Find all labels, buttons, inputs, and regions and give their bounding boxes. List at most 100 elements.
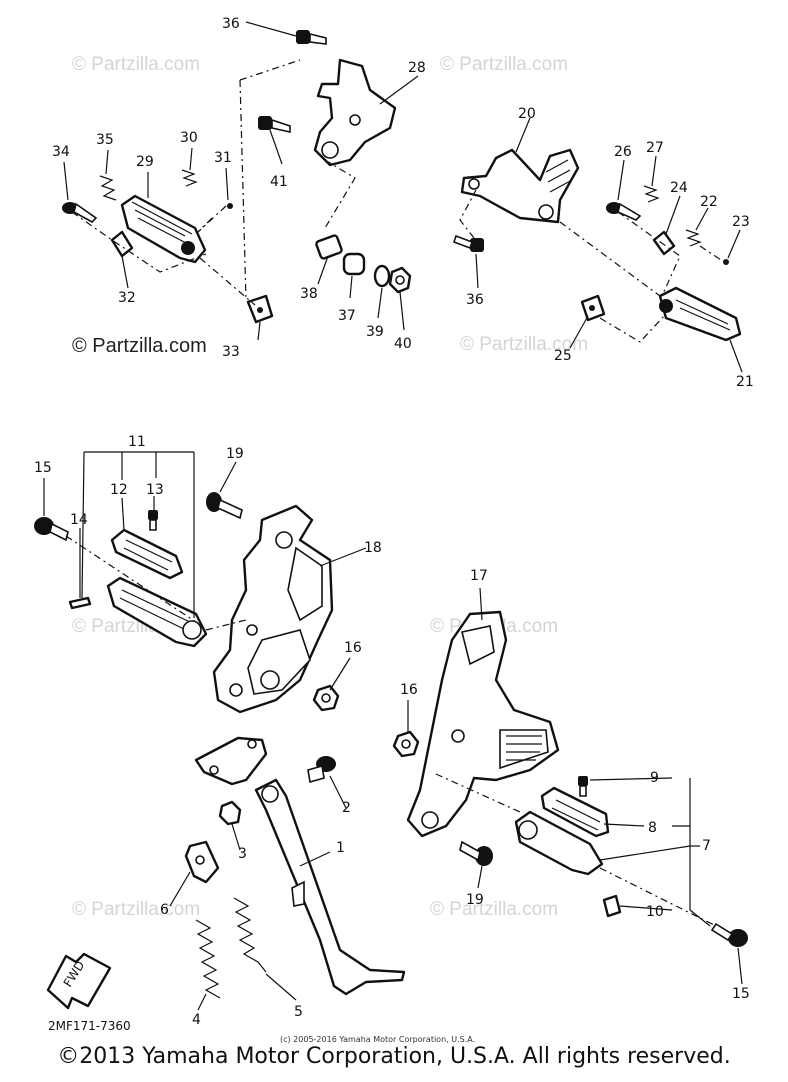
ball-23 bbox=[723, 259, 729, 265]
callout-27: 27 bbox=[646, 140, 664, 156]
callout-35: 35 bbox=[96, 132, 114, 148]
leader-lines bbox=[43, 21, 743, 1011]
watermark: © Partzilla.com bbox=[460, 334, 588, 355]
callout-18: 18 bbox=[364, 540, 382, 556]
watermark: © Partzilla.com bbox=[430, 899, 558, 920]
bolt-41 bbox=[258, 116, 291, 133]
bush-37 bbox=[342, 252, 366, 276]
collar-24 bbox=[652, 230, 676, 256]
assembly-line bbox=[699, 245, 725, 263]
callout-19-b: 19 bbox=[466, 892, 484, 908]
pin-34 bbox=[62, 202, 98, 223]
assembly-line bbox=[599, 315, 665, 343]
callout-3: 3 bbox=[238, 846, 247, 862]
callout-14: 14 bbox=[70, 512, 88, 528]
callout-7: 7 bbox=[702, 838, 711, 854]
small-copyright: (c) 2005-2016 Yamaha Motor Corporation, … bbox=[280, 1035, 475, 1044]
callout-15-b: 15 bbox=[732, 986, 750, 1002]
bracket-17 bbox=[406, 610, 560, 838]
bolt-15-left bbox=[34, 517, 69, 542]
callout-6: 6 bbox=[160, 902, 169, 918]
assembly-line bbox=[71, 211, 207, 273]
callout-28: 28 bbox=[408, 60, 426, 76]
callout-36-b: 36 bbox=[466, 292, 484, 308]
callout-15: 15 bbox=[34, 460, 52, 476]
nut-16-left bbox=[312, 684, 340, 712]
watermark-dark: © Partzilla.com bbox=[72, 335, 207, 357]
spring-30 bbox=[181, 169, 198, 187]
assembly-line bbox=[435, 773, 521, 813]
callout-10: 10 bbox=[646, 904, 664, 920]
plate-6 bbox=[184, 840, 220, 884]
callout-5: 5 bbox=[294, 1004, 303, 1020]
ball-31 bbox=[227, 203, 233, 209]
assembly-line bbox=[239, 59, 301, 81]
callout-32: 32 bbox=[118, 290, 136, 306]
callout-1: 1 bbox=[336, 840, 345, 856]
callout-39: 39 bbox=[366, 324, 384, 340]
spring-4 bbox=[195, 919, 221, 999]
callout-11: 11 bbox=[128, 434, 146, 450]
callout-33: 33 bbox=[222, 344, 240, 360]
assembly-line bbox=[599, 867, 717, 927]
callout-22: 22 bbox=[700, 194, 718, 210]
nut-40 bbox=[388, 266, 412, 294]
footrest-21 bbox=[658, 286, 742, 342]
spring-35 bbox=[99, 175, 117, 201]
callout-25: 25 bbox=[554, 348, 572, 364]
callout-41: 41 bbox=[270, 174, 288, 190]
spring-27 bbox=[643, 185, 660, 203]
assembly-line bbox=[199, 257, 256, 306]
nut-3 bbox=[218, 800, 242, 826]
bracket-20 bbox=[460, 148, 580, 224]
screw-13 bbox=[148, 510, 158, 531]
watermark-layer: © Partzilla.com © Partzilla.com © Partzi… bbox=[72, 54, 588, 920]
callout-19: 19 bbox=[226, 446, 244, 462]
callout-37: 37 bbox=[338, 308, 356, 324]
collar-38 bbox=[315, 234, 343, 260]
callout-24: 24 bbox=[670, 180, 688, 196]
callout-23: 23 bbox=[732, 214, 750, 230]
callout-9: 9 bbox=[650, 770, 659, 786]
spring-22 bbox=[685, 229, 702, 247]
footrest-7 bbox=[514, 810, 604, 876]
callout-2: 2 bbox=[342, 800, 351, 816]
assembly-line bbox=[617, 211, 681, 297]
callout-labels: 36 28 34 35 29 30 31 41 32 33 38 37 39 4… bbox=[34, 16, 754, 1028]
bolt-2 bbox=[307, 756, 336, 784]
plate-33 bbox=[246, 294, 274, 324]
diagram-code: 2MF171-7360 bbox=[48, 1019, 131, 1033]
assembly-line bbox=[205, 619, 247, 631]
pin-14 bbox=[68, 596, 92, 610]
callout-12: 12 bbox=[110, 482, 128, 498]
assembly-line bbox=[197, 205, 227, 233]
watermark: © Partzilla.com bbox=[72, 54, 200, 75]
plate-25 bbox=[580, 294, 606, 322]
bolt-36-top bbox=[296, 30, 327, 45]
callout-4: 4 bbox=[192, 1012, 201, 1028]
callout-8: 8 bbox=[648, 820, 657, 836]
washer-39 bbox=[373, 264, 391, 288]
pin-26 bbox=[606, 202, 642, 221]
callout-29: 29 bbox=[136, 154, 154, 170]
watermark: © Partzilla.com bbox=[72, 899, 200, 920]
rubber-12 bbox=[110, 528, 184, 580]
bolt-36-lower bbox=[452, 234, 484, 252]
callout-31: 31 bbox=[214, 150, 232, 166]
callout-20: 20 bbox=[518, 106, 536, 122]
assembly-line bbox=[559, 221, 661, 297]
bolt-19-top bbox=[206, 492, 243, 520]
footrest-29 bbox=[120, 194, 207, 264]
callout-13: 13 bbox=[146, 482, 164, 498]
collar-32 bbox=[110, 230, 134, 258]
pin-10 bbox=[602, 894, 622, 918]
callout-34: 34 bbox=[52, 144, 70, 160]
bolt-19-bottom bbox=[459, 840, 493, 866]
fwd-arrow-icon: FWD bbox=[46, 952, 112, 1010]
switch-bracket bbox=[194, 736, 268, 786]
bolt-15-right bbox=[710, 922, 748, 947]
rubber-8 bbox=[540, 786, 610, 838]
callout-16-b: 16 bbox=[400, 682, 418, 698]
bracket-18 bbox=[212, 504, 334, 714]
